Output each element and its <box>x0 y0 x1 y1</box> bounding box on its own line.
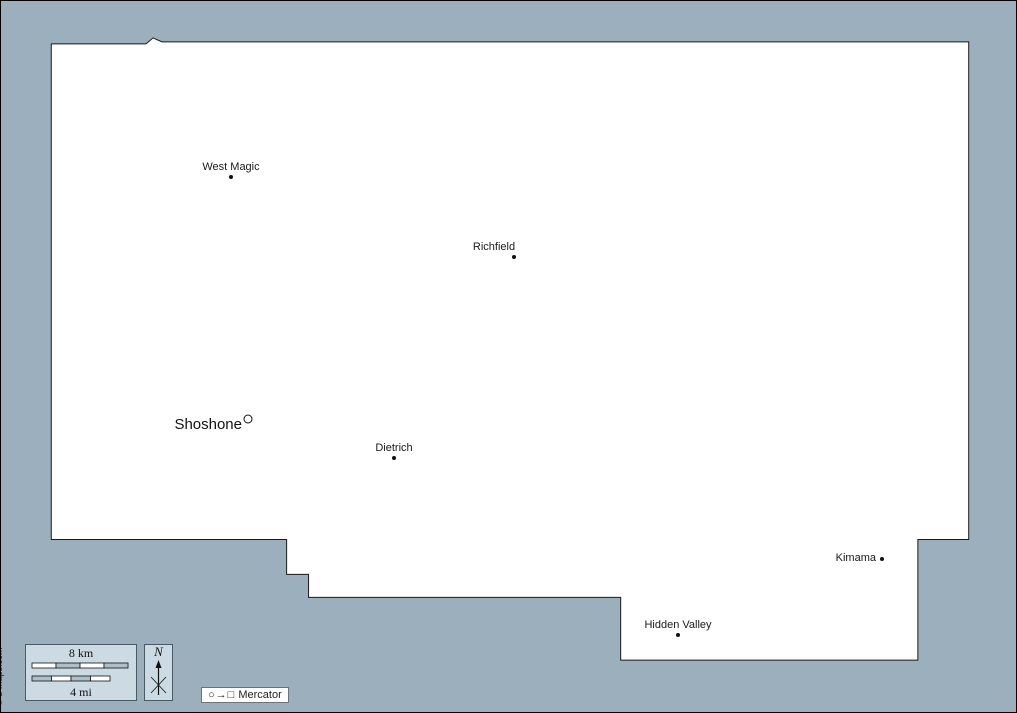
city-label: Shoshone <box>174 416 242 433</box>
city-dot <box>676 633 680 637</box>
city-label: Hidden Valley <box>644 619 712 631</box>
city-label: Dietrich <box>375 442 413 454</box>
county-shape <box>50 37 970 661</box>
north-arrow-icon <box>150 660 167 695</box>
scale-km-label: 8 km <box>68 646 94 660</box>
city-dot <box>229 175 233 179</box>
city-label: Kimama <box>835 552 876 564</box>
city-label: Richfield <box>472 241 516 253</box>
scale-mi-label: 4 mi <box>70 685 92 699</box>
compass-north-label: N <box>154 644 163 659</box>
city-label: West Magic <box>202 161 260 173</box>
projection-name: Mercator <box>238 689 282 701</box>
city-dot <box>880 557 884 561</box>
scale-bar-graphic <box>31 662 129 681</box>
copyright-credit: © d-maps.com <box>0 647 4 706</box>
city-dot <box>512 255 516 259</box>
scale-bar: 8 km 4 mi <box>25 644 137 701</box>
compass: N <box>144 644 173 701</box>
county-seat-ring-marker <box>243 414 253 424</box>
projection-symbol-icon: ○→□ <box>208 689 236 701</box>
city-dot <box>392 456 396 460</box>
projection-indicator: ○→□ Mercator <box>201 687 289 703</box>
